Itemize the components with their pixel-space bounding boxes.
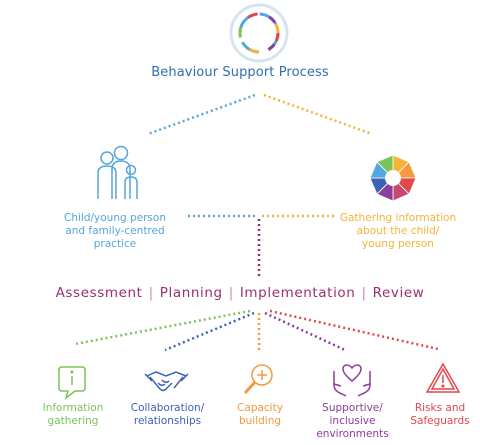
connector-risks <box>269 309 439 351</box>
stage-review: Review <box>372 285 425 301</box>
capacity-building-label: Capacity building <box>237 402 283 427</box>
stage-implementation: Implementation <box>239 285 356 301</box>
risks-safeguards-label: Risks and Safeguards <box>410 402 470 427</box>
stage-assessment: Assessment <box>55 285 143 301</box>
process-stages: Assessment | Planning | Implementation | Revie… <box>0 285 480 301</box>
stage-separator: | <box>148 285 154 301</box>
heart-hands-icon <box>333 364 371 397</box>
collaboration-label: Collaboration/ relationships <box>130 402 205 427</box>
right-node-label: Gathering information about the child/ y… <box>339 212 457 250</box>
connector-info <box>74 309 251 346</box>
color-wheel-icon <box>369 154 417 202</box>
connector-title-right <box>263 93 373 136</box>
stage-planning: Planning <box>159 285 223 301</box>
info-chat-icon <box>58 366 86 401</box>
supportive-environments-label: Supportive/ inclusive environments <box>316 402 389 440</box>
stage-separator: | <box>228 285 234 301</box>
process-logo-icon <box>229 3 289 63</box>
info-gathering-label: Information gathering <box>42 402 104 427</box>
warning-icon <box>425 362 461 393</box>
diagram-title: Behaviour Support Process <box>151 65 329 80</box>
left-node-label: Child/young person and family-centred pr… <box>64 212 166 250</box>
handshake-icon <box>144 371 189 392</box>
connector-title-left <box>147 93 256 136</box>
connector-collab <box>164 311 255 352</box>
magnifier-plus-icon <box>243 364 273 395</box>
stage-separator: | <box>361 285 367 301</box>
family-icon <box>97 145 138 199</box>
